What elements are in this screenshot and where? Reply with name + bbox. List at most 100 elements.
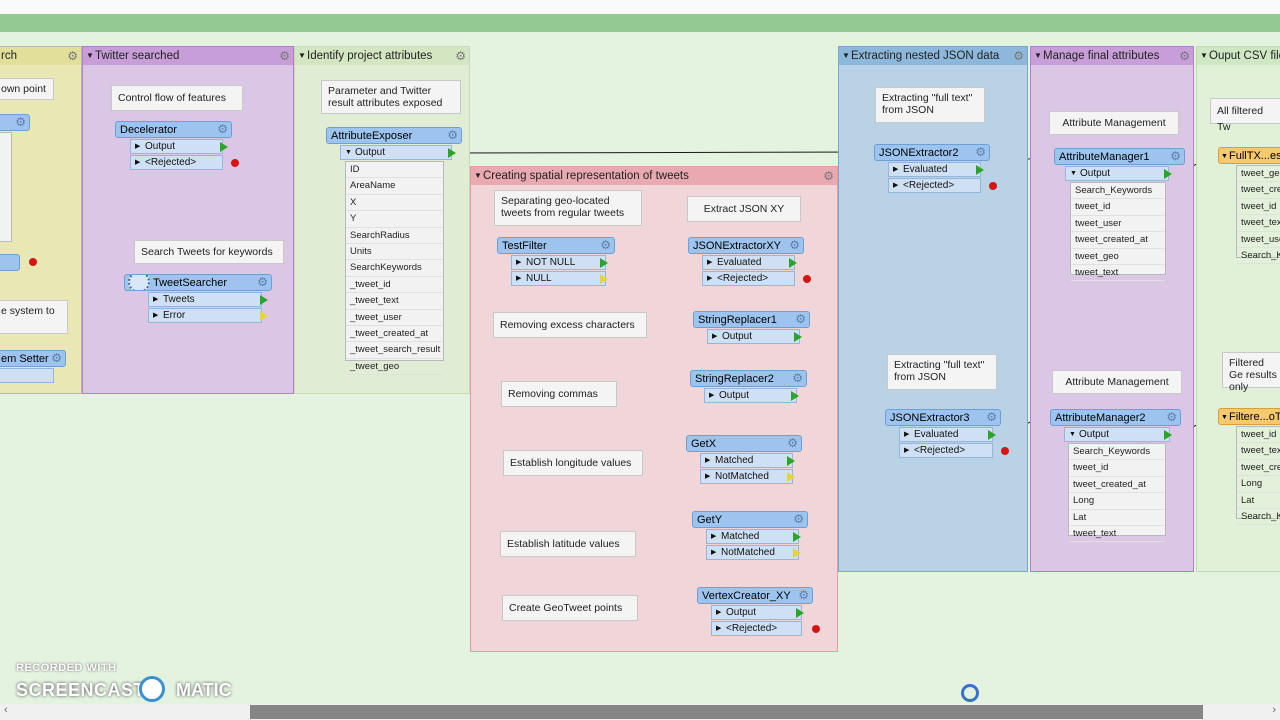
expand-icon[interactable]: ▶ [135,159,141,166]
output-port-arrow[interactable] [796,608,804,618]
port-output[interactable]: ▶Output [711,605,802,620]
expand-icon[interactable]: ▶ [904,447,910,454]
port-null[interactable]: ▶NULL [511,271,606,286]
port-rejected[interactable]: ▶<Rejected> [711,621,802,636]
gear-icon[interactable]: ⚙ [1013,49,1024,63]
output-port-arrow[interactable] [260,295,268,305]
collapse-icon[interactable]: ▼ [86,51,94,60]
expand-icon[interactable]: ▶ [153,312,159,319]
collapse-icon[interactable]: ▼ [474,171,482,180]
collapse-icon[interactable]: ▼ [345,149,352,156]
gear-icon[interactable]: ⚙ [1179,49,1190,63]
scroll-left-arrow-icon[interactable]: ‹ [4,704,8,716]
bookmark-search[interactable]: rch ⚙ [0,46,82,394]
scrollbar-thumb[interactable] [250,705,1203,719]
output-port-arrow[interactable] [220,142,228,152]
port-rejected[interactable]: ▶<Rejected> [888,178,981,193]
collapse-icon[interactable]: ▼ [1034,51,1042,60]
annotation-extracting-full1[interactable]: Extracting "full text" from JSON [875,87,985,123]
transformer-partial-2[interactable] [0,254,20,271]
bookmark-extracting-json[interactable]: ▼ Extracting nested JSON data ⚙ [838,46,1028,572]
transformer-jsonextractor2[interactable]: JSONExtractor2⚙ [874,144,990,161]
gear-icon[interactable]: ⚙ [600,238,611,252]
expand-icon[interactable]: ▶ [716,625,722,632]
port-not-matched[interactable]: ▶NotMatched [700,469,793,484]
port-evaluated[interactable]: ▶Evaluated [899,427,993,442]
not-matched-port-arrow[interactable] [787,472,795,482]
annotation-control-flow[interactable]: Control flow of features [111,85,243,111]
expand-icon[interactable]: ▶ [135,143,141,150]
expand-icon[interactable]: ▶ [516,275,522,282]
output-port-arrow[interactable] [600,258,608,268]
gear-icon[interactable]: ⚙ [795,312,806,326]
gear-icon[interactable]: ⚙ [67,49,78,63]
transformer-decelerator[interactable]: Decelerator⚙ [115,121,232,138]
expand-icon[interactable]: ▶ [153,296,159,303]
gear-icon[interactable]: ⚙ [789,238,800,252]
port-rejected[interactable]: ▶<Rejected> [899,443,993,458]
port-rejected[interactable]: ▶<Rejected> [702,271,795,286]
gear-icon[interactable]: ⚙ [1166,410,1177,424]
output-port-arrow[interactable] [789,258,797,268]
port-output[interactable]: ▼Output [1064,427,1170,442]
port-tweets[interactable]: ▶Tweets [148,292,262,307]
null-port-arrow[interactable] [600,274,608,284]
port-matched[interactable]: ▶Matched [700,453,793,468]
scroll-right-arrow-icon[interactable]: › [1272,704,1276,716]
expand-icon[interactable]: ▶ [516,259,522,266]
port-output[interactable]: ▼Output [340,145,452,160]
annotation-establish-lat[interactable]: Establish latitude values [500,531,636,557]
output-port-arrow[interactable] [791,391,799,401]
port-not-null[interactable]: ▶NOT NULL [511,255,606,270]
annotation-attr-mgmt2[interactable]: Attribute Management [1052,370,1182,394]
expand-icon[interactable]: ▶ [893,182,899,189]
expand-icon[interactable]: ▶ [716,609,722,616]
gear-icon[interactable]: ⚙ [1170,149,1181,163]
gear-icon[interactable]: ⚙ [823,169,834,183]
gear-icon[interactable]: ⚙ [51,351,62,365]
annotation-system-to[interactable]: e system to [0,300,68,334]
port-evaluated[interactable]: ▶Evaluated [702,255,795,270]
transformer-attributemanager1[interactable]: AttributeManager1⚙ [1054,148,1185,165]
output-port-arrow[interactable] [794,332,802,342]
collapse-icon[interactable]: ▼ [842,51,850,60]
output-port-arrow[interactable] [988,430,996,440]
transformer-partial-1[interactable]: ⚙ [0,114,30,131]
gear-icon[interactable]: ⚙ [279,49,290,63]
port-rejected[interactable]: ▶<Rejected> [130,155,223,170]
workspace-canvas[interactable]: rch ⚙ own point ⚙ e system to em Setter⚙… [0,32,1280,704]
writer-filtere[interactable]: ▼Filtere...oT [1218,408,1280,425]
expand-icon[interactable]: ▶ [705,457,711,464]
gear-icon[interactable]: ⚙ [217,122,228,136]
transformer-stringreplacer2[interactable]: StringReplacer2⚙ [690,370,807,387]
port-matched[interactable]: ▶Matched [706,529,799,544]
annotation-param-twitter[interactable]: Parameter and Twitter result attributes … [321,80,461,114]
gear-icon[interactable]: ⚙ [986,410,997,424]
gear-icon[interactable]: ⚙ [257,275,268,289]
output-port-arrow[interactable] [1164,430,1172,440]
transformer-jsonextractorxy[interactable]: JSONExtractorXY⚙ [688,237,804,254]
annotation-all-filtered[interactable]: All filtered Tw [1210,98,1280,133]
gear-icon[interactable]: ⚙ [455,49,466,63]
port-not-matched[interactable]: ▶NotMatched [706,545,799,560]
output-port-arrow[interactable] [1164,169,1172,179]
output-port-arrow[interactable] [787,456,795,466]
expand-icon[interactable]: ▶ [705,473,711,480]
expand-icon[interactable]: ▶ [893,166,899,173]
annotation-removing-commas[interactable]: Removing commas [501,381,617,407]
transformer-attributeexposer[interactable]: AttributeExposer⚙ [326,127,462,144]
expand-icon[interactable]: ▶ [707,259,713,266]
transformer-jsonextractor3[interactable]: JSONExtractor3⚙ [885,409,1001,426]
collapse-icon[interactable]: ▼ [298,51,306,60]
annotation-known-point[interactable]: own point [0,78,54,100]
transformer-attributemanager2[interactable]: AttributeManager2⚙ [1050,409,1181,426]
port-error[interactable]: ▶Error [148,308,262,323]
annotation-extracting-full2[interactable]: Extracting "full text" from JSON [887,354,997,390]
annotation-attr-mgmt1[interactable]: Attribute Management [1049,111,1179,135]
transformer-gety[interactable]: GetY⚙ [692,511,808,528]
expand-icon[interactable]: ▶ [709,392,715,399]
port-output[interactable]: ▶Output [130,139,223,154]
annotation-separating[interactable]: Separating geo-located tweets from regul… [494,190,642,226]
transformer-getx[interactable]: GetX⚙ [686,435,802,452]
collapse-icon[interactable]: ▼ [1069,431,1076,438]
